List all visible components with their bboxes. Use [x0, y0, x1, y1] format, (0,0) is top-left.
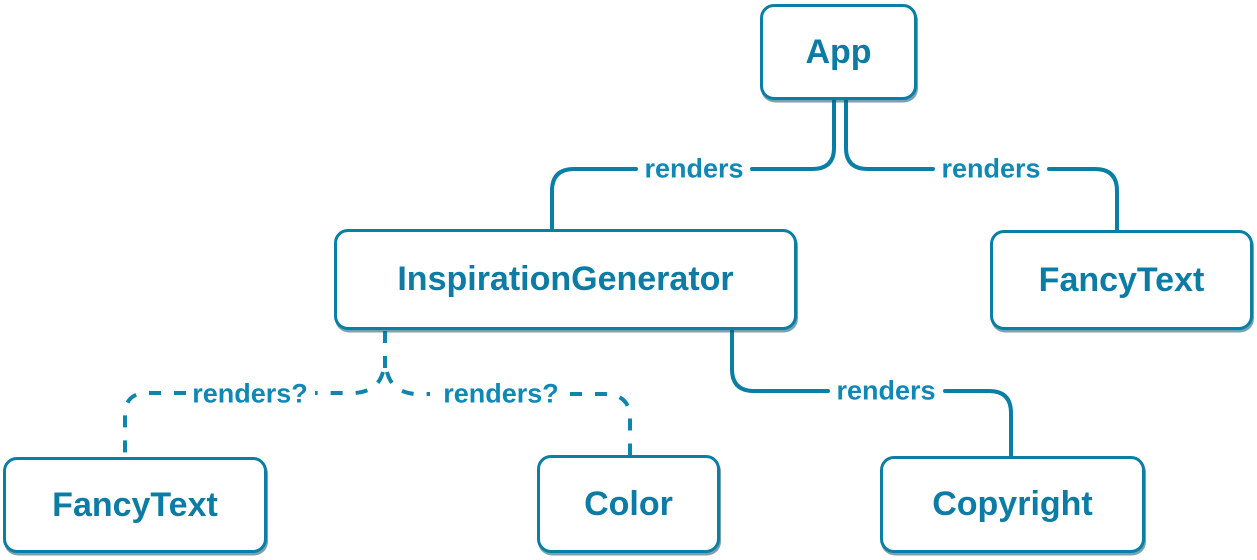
edge-app-to-inspirationgenerator-segment-a	[750, 99, 836, 171]
node-inspiration-generator-label: InspirationGenerator	[397, 260, 734, 298]
node-fancy-text-bottom-label: FancyText	[52, 485, 218, 524]
node-app: App	[760, 4, 917, 100]
edge-app-to-fancytext-segment-b	[1047, 167, 1119, 232]
node-fancy-text-top-label: FancyText	[1038, 260, 1205, 299]
edge-app-to-fancytext-segment-a	[844, 99, 935, 171]
node-fancy-text-top: FancyText	[990, 230, 1253, 330]
node-app-label: App	[805, 32, 872, 71]
node-copyright-label: Copyright	[932, 485, 1093, 523]
edge-inspirationgenerator-to-fancytext-maybe-segment-b	[123, 391, 186, 457]
edge-label-inspirationgenerator-color-maybe: renders?	[443, 378, 559, 409]
edge-inspirationgenerator-to-fancytext-maybe-segment-a	[315, 371, 385, 395]
edge-inspirationgenerator-to-color-maybe-segment-a	[385, 371, 430, 396]
edge-app-to-inspirationgenerator-segment-b	[550, 167, 638, 231]
edge-label-app-fancytext: renders	[941, 153, 1041, 184]
node-color-label: Color	[584, 484, 673, 523]
edge-inspirationgenerator-to-color-maybe-segment-b	[570, 392, 632, 455]
edge-inspirationgenerator-to-copyright-segment-b	[943, 389, 1013, 458]
edge-label-app-inspirationgenerator: renders	[644, 153, 744, 184]
edge-label-inspirationgenerator-copyright: renders	[836, 375, 936, 406]
edge-inspirationgenerator-to-copyright-segment-a	[730, 328, 830, 393]
edge-label-inspirationgenerator-fancytext-maybe: renders?	[192, 378, 308, 409]
node-color: Color	[537, 455, 720, 553]
node-inspiration-generator: InspirationGenerator	[334, 229, 797, 330]
node-copyright: Copyright	[880, 456, 1145, 553]
node-fancy-text-bottom: FancyText	[3, 457, 267, 553]
